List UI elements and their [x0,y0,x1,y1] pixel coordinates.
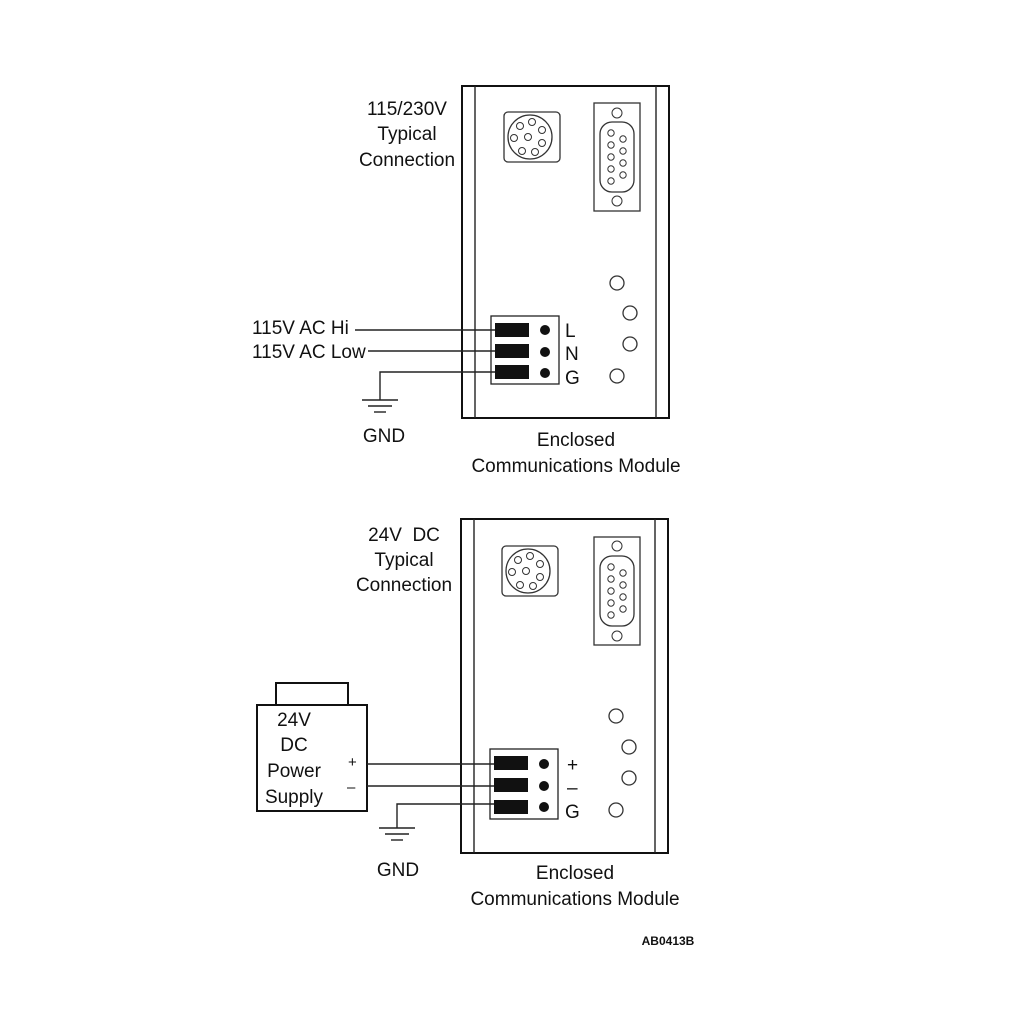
ac-led-2 [622,305,638,321]
ac-dsub-port-icon [593,102,641,212]
dc-terminal-block [489,748,559,820]
figure-code: AB0413B [642,934,695,948]
ac-led-4 [609,368,625,384]
ac-module-caption-line-2: Communications Module [471,456,680,477]
ac-input-hi-label: 115V AC Hi [252,318,349,339]
ac-terminal-label-g: G [565,368,580,389]
dc-supply-label-line-3: Power [267,761,322,782]
dc-terminal-label-minus: – [567,778,578,799]
dc-dsub-port-icon [593,536,641,646]
dc-supply-label-line-4: Supply [265,787,324,808]
dc-terminal-label-g: G [565,802,580,823]
ac-terminal-label-n: N [565,344,579,365]
dc-led-3 [621,770,637,786]
dc-led-4 [608,802,624,818]
ac-ground-label: GND [363,426,405,447]
ac-led-1 [609,275,625,291]
ac-heading-line-3: Connection [359,150,455,171]
ac-terminal-label-l: L [565,321,576,342]
dc-ground-wire [396,803,494,828]
ac-module-caption-line-1: Enclosed [537,430,615,451]
ac-connection-diagram: 115/230V Typical Connection [252,85,681,477]
dc-heading-line-1: 24V DC [368,525,440,546]
dc-ground-icon [379,827,415,841]
dc-module-caption-line-1: Enclosed [536,863,614,884]
dc-supply-label-line-2: DC [280,735,307,756]
ac-terminal-block [490,315,560,385]
dc-terminal-label-plus: + [567,755,578,776]
dc-supply-minus-label: – [347,779,356,796]
ac-heading-line-1: 115/230V [367,99,447,120]
dc-power-supply [256,682,368,812]
dc-supply-plus-label: + [348,754,357,771]
ac-ground-wire [379,371,495,400]
dc-supply-label-line-1: 24V [277,710,311,731]
dc-connection-diagram: 24V DC Typical Connection [256,518,680,910]
ac-heading-line-2: Typical [377,124,436,145]
dc-ground-label: GND [377,860,419,881]
ac-ground-icon [362,399,398,413]
dc-led-1 [608,708,624,724]
dc-heading-line-2: Typical [374,550,433,571]
ac-din-port-icon [503,111,561,163]
dc-heading-line-3: Connection [356,575,452,596]
dc-module-caption-line-2: Communications Module [470,889,679,910]
dc-led-2 [621,739,637,755]
ac-input-low-label: 115V AC Low [252,342,366,363]
ac-led-3 [622,336,638,352]
dc-din-port-icon [501,545,559,597]
